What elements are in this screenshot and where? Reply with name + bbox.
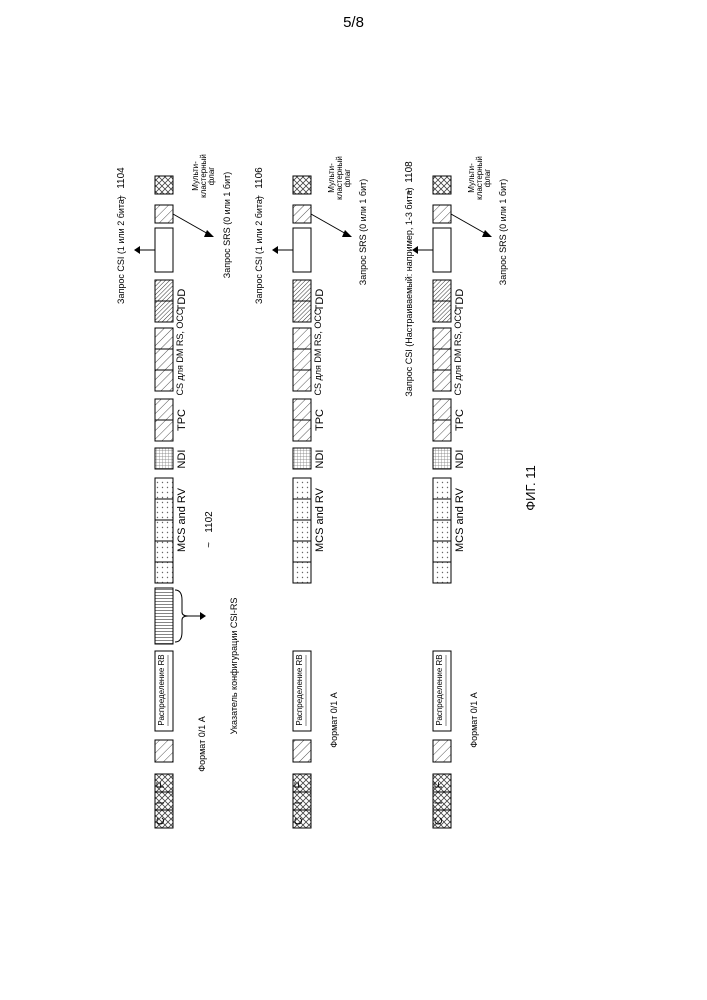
- format-flag-field: [155, 740, 173, 762]
- csi-rs-config-field: [155, 588, 173, 644]
- svg-text:I: I: [433, 801, 445, 804]
- multicluster-flag-label: Мульти- кластерный флаг: [327, 156, 352, 200]
- tdd-field: [433, 280, 451, 322]
- srs-request-field: [433, 205, 451, 223]
- tdd-field: [293, 280, 311, 322]
- ref-1108: 1108: [404, 161, 415, 183]
- tdd-label: TDD: [314, 289, 326, 312]
- tpc-field: [433, 399, 451, 441]
- cif-label: C I F: [433, 781, 445, 825]
- svg-text:~: ~: [204, 542, 215, 548]
- svg-text:I: I: [293, 801, 305, 804]
- multicluster-flag-field: [155, 176, 173, 194]
- resource-allocation-label: Распределение RB: [157, 654, 166, 725]
- mcs-rv-field: [155, 478, 173, 583]
- cs-dmrs-label: CS для DM RS, OCC: [453, 308, 463, 395]
- csi-rs-ref: 1102: [204, 511, 215, 533]
- row-2: C I F Распределение RB Формат 0/1 A MCS …: [254, 156, 368, 828]
- cs-dmrs-label: CS для DM RS, OCC: [313, 308, 323, 395]
- resource-allocation-label: Распределение RB: [295, 654, 304, 725]
- ndi-label: NDI: [314, 450, 326, 469]
- multicluster-flag-field: [433, 176, 451, 194]
- srs-request-label: Запрос SRS (0 или 1 бит): [498, 179, 508, 285]
- csi-request-field: [293, 228, 311, 272]
- multicluster-flag-label: Мульти- кластерный флаг: [191, 154, 216, 198]
- mcs-rv-field: [433, 478, 451, 583]
- cif-label: C I F: [155, 781, 167, 825]
- mcs-rv-label: MCS and RV: [314, 487, 326, 552]
- row-3: C I F Распределение RB Формат 0/1 A MCS …: [404, 156, 508, 828]
- tpc-field: [293, 399, 311, 441]
- ndi-field: [293, 448, 311, 469]
- tpc-label: TPC: [454, 409, 466, 431]
- cs-dmrs-field: [293, 328, 311, 391]
- csi-rs-indicator-label: Указатель конфигурации CSI-RS: [229, 598, 239, 735]
- ref-1104: 1104: [116, 167, 127, 189]
- srs-request-label: Запрос SRS (0 или 1 бит): [222, 172, 232, 278]
- row-1: C I F Распределение RB Формат 0/1 A Указ…: [116, 154, 239, 828]
- cs-dmrs-label: CS для DM RS, OCC: [175, 308, 185, 395]
- svg-text:C: C: [293, 817, 305, 825]
- svg-text:I: I: [155, 801, 167, 804]
- srs-request-label: Запрос SRS (0 или 1 бит): [358, 179, 368, 285]
- figure-caption: ФИГ. 11: [523, 465, 538, 510]
- csi-request-label: Запрос CSI (1 или 2 бита): [254, 196, 264, 304]
- format-label: Формат 0/1 A: [197, 716, 207, 772]
- ndi-field: [155, 448, 173, 469]
- tpc-label: TPC: [314, 409, 326, 431]
- csi-request-label: Запрос CSI (1 или 2 бита): [116, 196, 126, 304]
- svg-text:F: F: [433, 781, 445, 788]
- srs-request-field: [293, 205, 311, 223]
- csi-rs-brace: [175, 590, 188, 642]
- mcs-rv-field: [293, 478, 311, 583]
- svg-text:C: C: [433, 817, 445, 825]
- format-label: Формат 0/1 A: [329, 692, 339, 748]
- ref-1106: 1106: [254, 167, 265, 189]
- ndi-field: [433, 448, 451, 469]
- resource-allocation-label: Распределение RB: [435, 654, 444, 725]
- tpc-field: [155, 399, 173, 441]
- format-flag-field: [293, 740, 311, 762]
- tdd-field: [155, 280, 173, 322]
- svg-text:флаг: флаг: [207, 167, 216, 186]
- svg-text:F: F: [155, 781, 167, 788]
- svg-text:флаг: флаг: [483, 169, 492, 188]
- svg-text:F: F: [293, 781, 305, 788]
- ndi-label: NDI: [454, 450, 466, 469]
- csi-request-field: [155, 228, 173, 272]
- mcs-rv-label: MCS and RV: [176, 487, 188, 552]
- ndi-label: NDI: [176, 450, 188, 469]
- svg-text:флаг: флаг: [343, 169, 352, 188]
- csi-request-field: [433, 228, 451, 272]
- svg-text:~: ~: [116, 195, 127, 201]
- svg-text:~: ~: [254, 195, 265, 201]
- svg-text:~: ~: [404, 189, 415, 195]
- multicluster-flag-field: [293, 176, 311, 194]
- tpc-label: TPC: [176, 409, 188, 431]
- tdd-label: TDD: [176, 289, 188, 312]
- mcs-rv-label: MCS and RV: [454, 487, 466, 552]
- srs-request-field: [155, 205, 173, 223]
- csi-request-label: Запрос CSI (Настраиваемый: например, 1-3…: [404, 187, 414, 396]
- multicluster-flag-label: Мульти- кластерный флаг: [467, 156, 492, 200]
- svg-text:C: C: [155, 817, 167, 825]
- format-label: Формат 0/1 A: [469, 692, 479, 748]
- cif-label: C I F: [293, 781, 305, 825]
- tdd-label: TDD: [454, 289, 466, 312]
- format-flag-field: [433, 740, 451, 762]
- cs-dmrs-field: [433, 328, 451, 391]
- cs-dmrs-field: [155, 328, 173, 391]
